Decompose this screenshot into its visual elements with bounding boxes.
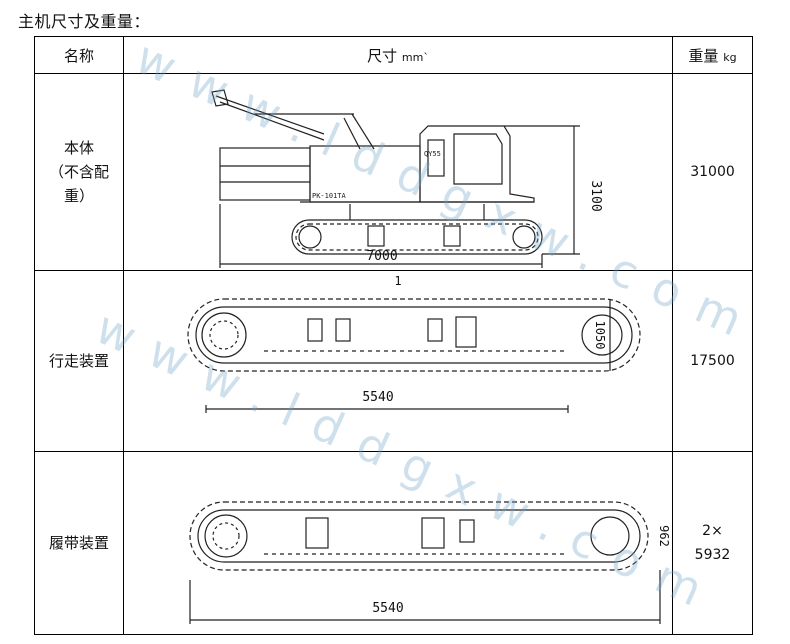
boom-line [219, 101, 325, 141]
track-inner [197, 509, 641, 563]
spec-table: 名称 尺寸 mm` 重量 kg 本体 （不含配 重） [34, 36, 753, 635]
row-name-line: 行走装置 [48, 352, 109, 370]
idler-wheel [298, 225, 322, 249]
row-weight-line: 2× [702, 523, 723, 539]
track-roller [427, 318, 443, 342]
sprocket-wheel [581, 314, 623, 356]
header-weight-unit: kg [723, 50, 737, 64]
height-dim-value: 1050 [593, 321, 607, 350]
track-outline [291, 219, 543, 255]
track-roller [459, 519, 475, 543]
row-drawing-cell: 962 5540 [123, 451, 673, 635]
side-label: PK-101TA [312, 192, 347, 200]
row-weight-line: 31000 [690, 164, 735, 180]
row-name-line: 履带装置 [48, 534, 109, 552]
length-dim-value: 5540 [362, 390, 393, 405]
track-roller [305, 517, 329, 549]
track-roller [455, 316, 477, 348]
track-inner [195, 306, 633, 364]
travel-gear-drawing: 1 1050 5540 [187, 274, 641, 413]
cab-window [453, 133, 503, 185]
page-heading: 主机尺寸及重量： [18, 12, 151, 31]
header-dimension-label: 尺寸 [367, 46, 398, 65]
sprocket-wheel [512, 225, 536, 249]
table-header-row: 名称 尺寸 mm` 重量 kg [34, 36, 753, 74]
table-row: 履带装置 [34, 451, 753, 635]
length-dim-value: 7000 [366, 249, 397, 264]
row-weight-cell: 2× 5932 [672, 451, 753, 635]
crawler-drawing: 962 5540 [189, 501, 671, 624]
boom-line [215, 95, 325, 135]
track-roller [335, 318, 351, 342]
boom-tip [211, 89, 229, 107]
table-row: 本体 （不含配 重） [34, 73, 753, 271]
header-weight-label: 重量 [688, 46, 719, 65]
counterweight [219, 147, 311, 201]
row-name-cell: 行走装置 [34, 270, 124, 452]
row-name-line: 本体 [63, 139, 94, 157]
operator-cab [419, 125, 535, 203]
row-weight-line: 5932 [694, 547, 731, 563]
track-roller [307, 318, 323, 342]
track-outline [189, 501, 649, 571]
length-dim-value: 5540 [372, 601, 403, 616]
header-dimension: 尺寸 mm` [123, 36, 673, 74]
row-drawing-cell: QY55 PK-101TA 3100 7000 [123, 73, 673, 271]
header-weight: 重量 kg [672, 36, 753, 74]
height-dim-value: 3100 [588, 180, 603, 211]
sprocket-wheel [590, 516, 630, 556]
track-outline [187, 298, 641, 372]
row-name-cell: 本体 （不含配 重） [34, 73, 124, 271]
row-name-line: （不含配 [48, 163, 109, 181]
row-name-line: 重） [63, 187, 94, 205]
track-roller [367, 225, 385, 247]
gantry-leg [343, 117, 361, 150]
header-dimension-unit: mm` [401, 50, 429, 64]
table-row: 行走装置 [34, 270, 753, 452]
row-drawing-cell: 1 1050 5540 [123, 270, 673, 452]
model-label: QY55 [424, 150, 441, 158]
row-weight-cell: 17500 [672, 270, 753, 452]
idler-wheel [201, 312, 247, 358]
gantry-leg [351, 113, 375, 150]
header-name: 名称 [34, 36, 124, 74]
height-dim-value: 962 [657, 525, 671, 547]
row-weight-line: 17500 [690, 353, 735, 369]
top-mark: 1 [394, 274, 401, 288]
row-weight-cell: 31000 [672, 73, 753, 271]
cab-window [427, 139, 445, 177]
idler-wheel [204, 514, 248, 558]
crane-body-drawing: QY55 PK-101TA 3100 7000 [211, 89, 603, 268]
track-roller [421, 517, 445, 549]
track-roller [443, 225, 461, 247]
row-name-cell: 履带装置 [34, 451, 124, 635]
